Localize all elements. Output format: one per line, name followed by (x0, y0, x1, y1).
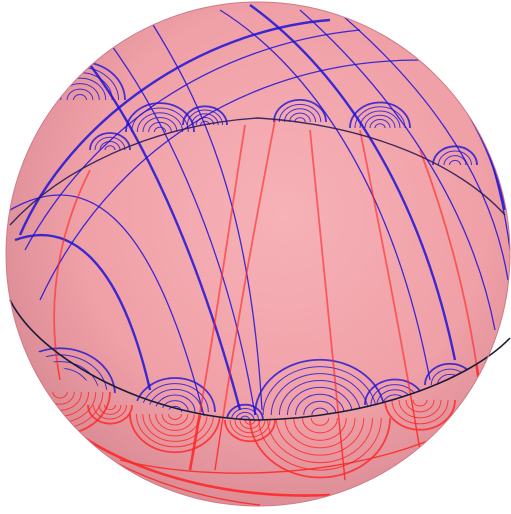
sphere-illustration (0, 0, 511, 514)
sphere-svg (0, 0, 511, 514)
